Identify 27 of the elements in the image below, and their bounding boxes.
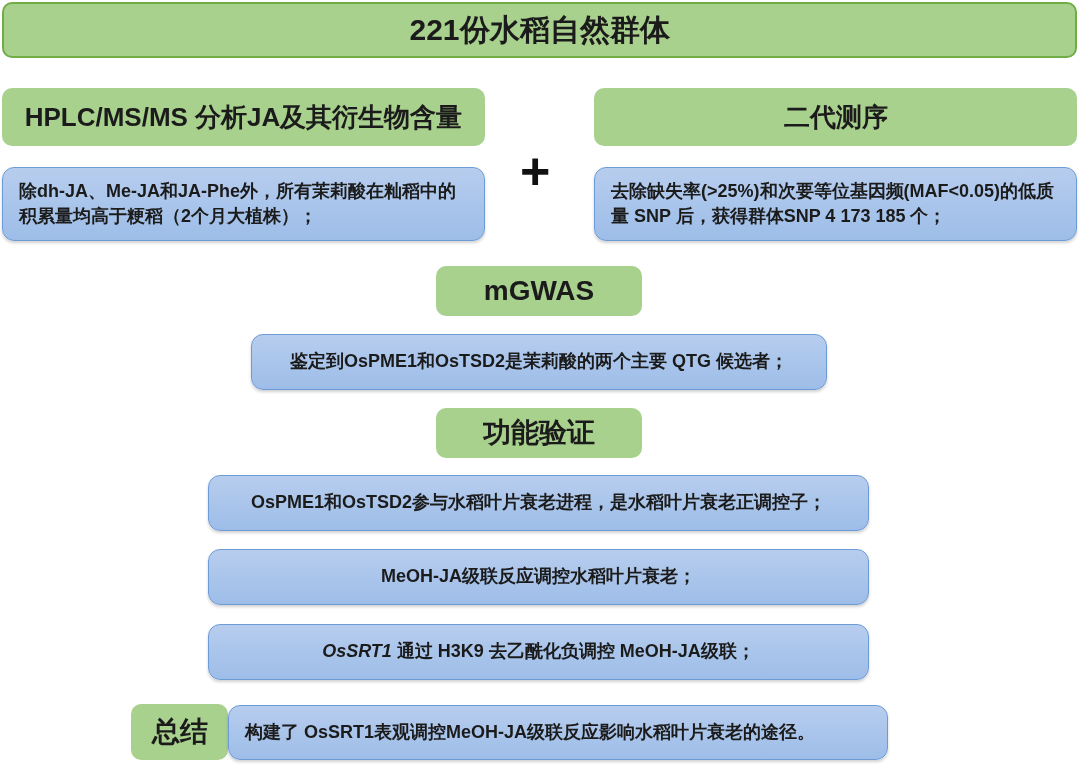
heading-box	[2, 88, 485, 146]
result-text: OsSRT1 通过 H3K9 去乙酰化负调控 MeOH-JA级联；	[322, 640, 755, 664]
heading-box	[594, 88, 1077, 146]
title-banner	[2, 2, 1077, 58]
result-box	[208, 475, 869, 531]
result-box	[228, 705, 888, 760]
result-box	[594, 167, 1077, 241]
result-text: 除dh-JA、Me-JA和JA-Phe外，所有茉莉酸在籼稻中的积累量均高于粳稻（2个月大植株）；	[19, 179, 458, 228]
heading-text: HPLC/MS/MS 分析JA及其衍生物含量	[24, 100, 463, 134]
heading-text: 功能验证	[483, 416, 595, 451]
heading-text: 二代测序	[783, 100, 888, 134]
result-text: OsPME1和OsTSD2参与水稻叶片衰老进程，是水稻叶片衰老正调控子；	[250, 491, 827, 515]
result-text: 构建了 OsSRT1表观调控MeOH-JA级联反应影响水稻叶片衰老的途径。	[245, 720, 816, 744]
title-text: 221份水稻自然群体	[409, 12, 670, 48]
heading-box	[436, 266, 642, 316]
result-text: MeOH-JA级联反应调控水稻叶片衰老；	[381, 565, 696, 589]
result-text: 鉴定到OsPME1和OsTSD2是茉莉酸的两个主要 QTG 候选者；	[289, 350, 789, 374]
result-box	[208, 624, 869, 680]
heading-text: mGWAS	[483, 274, 595, 309]
result-box	[251, 334, 827, 390]
heading-text: 总结	[151, 715, 208, 750]
plus-sign: +	[520, 145, 551, 197]
result-box	[2, 167, 485, 241]
heading-box	[131, 704, 228, 760]
result-text: 去除缺失率(>25%)和次要等位基因频(MAF<0.05)的低质量 SNP 后，获得群体SNP 4 173 185 个；	[611, 179, 1056, 228]
result-box	[208, 549, 869, 605]
heading-box	[436, 408, 642, 458]
